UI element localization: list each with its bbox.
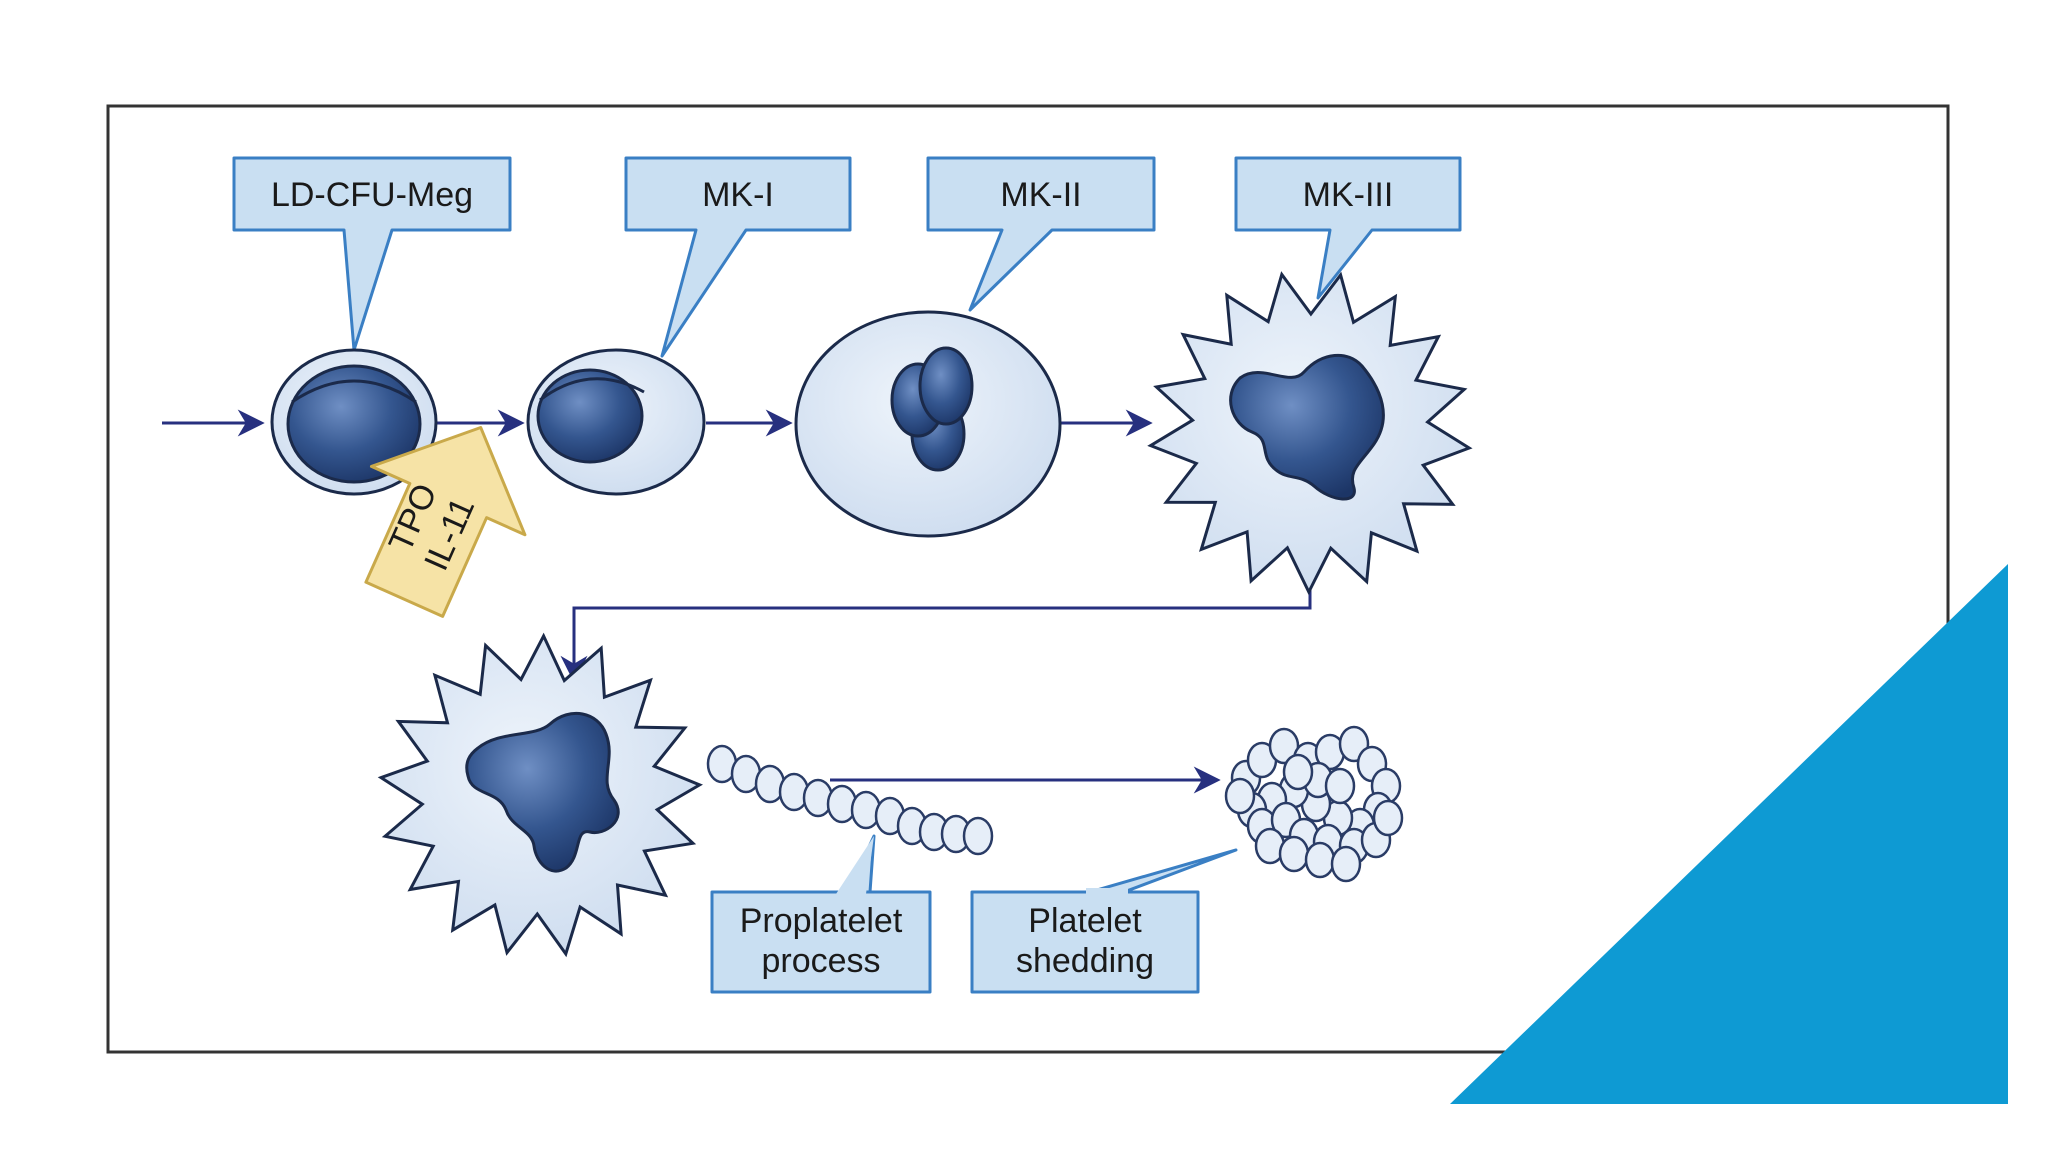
callout-mk1: MK-I <box>624 156 852 358</box>
label-ld-cfu-meg: LD-CFU-Meg <box>271 176 473 214</box>
cell-mk3 <box>1147 271 1473 596</box>
platelet <box>1324 767 1356 805</box>
platelet <box>1372 799 1404 837</box>
label-mk3: MK-III <box>1303 176 1394 214</box>
platelet <box>1278 835 1310 873</box>
platelet <box>1330 845 1362 883</box>
callout-platelet-shedding: Platelet shedding <box>970 848 1238 994</box>
callout-mk3: MK-III <box>1234 156 1462 300</box>
callout-mk2: MK-II <box>926 156 1156 312</box>
label-mk1: MK-I <box>702 176 774 214</box>
platelet-cluster <box>1224 725 1404 883</box>
cell-mk1 <box>526 348 706 496</box>
platelet <box>1268 727 1300 765</box>
platelet <box>1282 753 1314 791</box>
cell-mature-megakaryocyte <box>377 632 703 958</box>
callout-ld-cfu-meg: LD-CFU-Meg <box>232 156 512 352</box>
label-proplatelet-2: process <box>761 942 880 980</box>
platelet <box>1304 841 1336 879</box>
label-mk2: MK-II <box>1000 176 1081 214</box>
corner-accent-triangle <box>1450 564 2008 1104</box>
proplatelet-bead <box>962 816 994 856</box>
platelet <box>1224 777 1256 815</box>
cell-mk2 <box>794 310 1062 538</box>
callout-proplatelet: Proplatelet process <box>710 834 932 994</box>
label-proplatelet-1: Proplatelet <box>740 902 903 940</box>
proplatelet-beads <box>706 744 994 856</box>
label-platelet-2: shedding <box>1016 942 1154 980</box>
label-platelet-1: Platelet <box>1028 902 1142 940</box>
